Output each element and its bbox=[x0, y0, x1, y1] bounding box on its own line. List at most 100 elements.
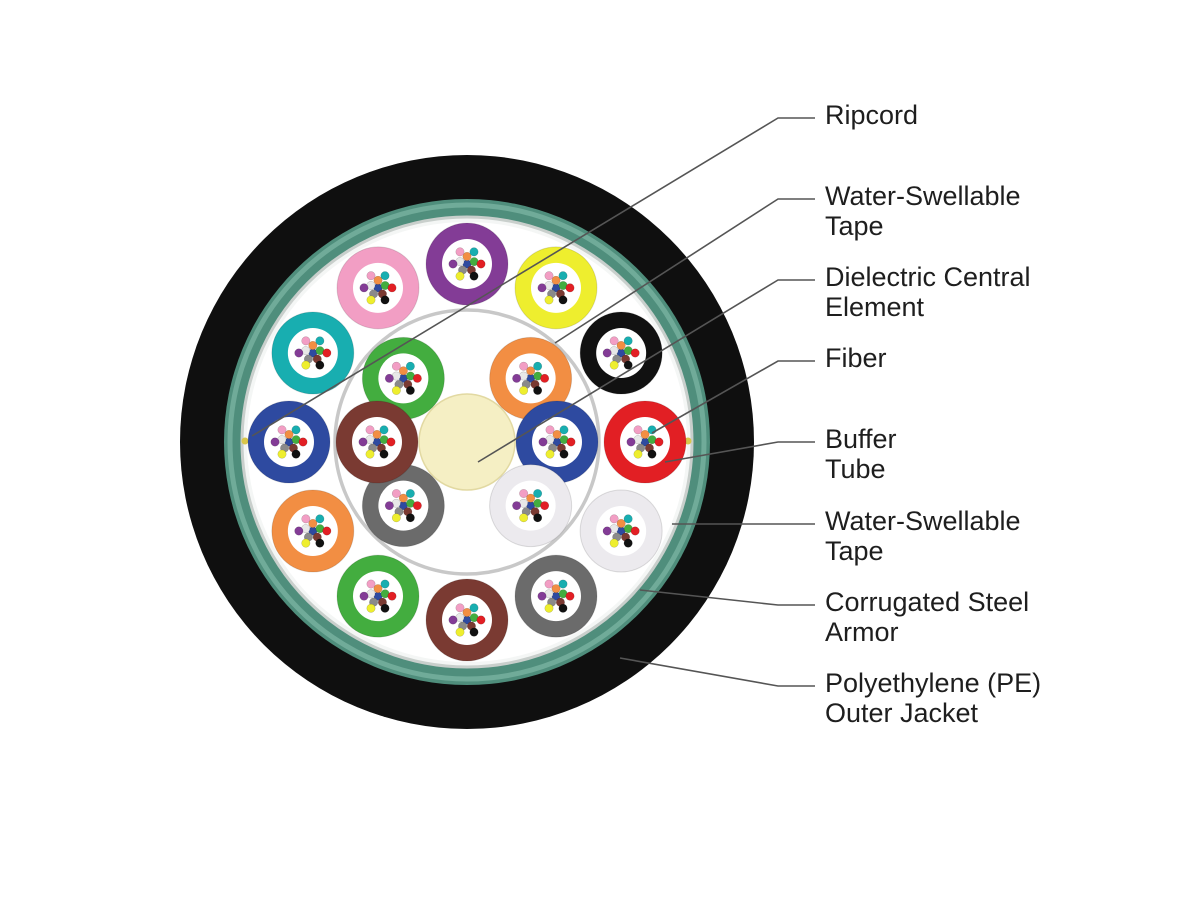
fiber bbox=[558, 271, 568, 281]
fiber bbox=[630, 348, 640, 358]
fiber bbox=[623, 336, 633, 346]
fiber bbox=[387, 591, 397, 601]
fiber bbox=[391, 513, 401, 523]
fiber bbox=[544, 295, 554, 305]
fiber bbox=[386, 437, 396, 447]
buffer-tube-outer-2 bbox=[514, 246, 598, 330]
fiber bbox=[545, 425, 555, 435]
fiber bbox=[366, 271, 376, 281]
fiber bbox=[294, 348, 304, 358]
buffer-tube-outer-10 bbox=[247, 400, 331, 484]
label-central-element: Dielectric Central Element bbox=[825, 262, 1035, 322]
fiber bbox=[322, 526, 332, 536]
leader-buffer-tube bbox=[664, 441, 815, 463]
fiber bbox=[565, 283, 575, 293]
fiber bbox=[448, 259, 458, 269]
fiber bbox=[387, 283, 397, 293]
buffer-tube-inner-1 bbox=[361, 336, 445, 420]
fiber bbox=[405, 489, 415, 498]
fiber bbox=[398, 366, 408, 376]
fiber bbox=[558, 579, 568, 589]
fiber bbox=[640, 430, 650, 439]
fiber bbox=[623, 360, 633, 370]
buffer-tube-outer-7 bbox=[425, 578, 509, 662]
buffer-tube-outer-8 bbox=[336, 554, 420, 638]
fiber bbox=[565, 591, 575, 601]
fiber bbox=[301, 336, 311, 346]
buffer-tube-inner-4 bbox=[489, 464, 573, 548]
fiber bbox=[373, 584, 383, 594]
leader-fiber bbox=[651, 360, 815, 434]
fiber bbox=[538, 437, 548, 447]
buffer-tube-outer-1 bbox=[425, 222, 509, 306]
fiber bbox=[448, 615, 458, 625]
dielectric-central-element bbox=[418, 393, 516, 491]
fiber bbox=[398, 493, 408, 503]
buffer-tubes bbox=[247, 222, 687, 662]
fiber bbox=[654, 437, 664, 447]
inner-water-swellable-tape bbox=[333, 308, 601, 576]
fiber bbox=[372, 430, 382, 439]
label-water-tape-outer: Water-Swellable Tape bbox=[825, 506, 1025, 566]
fiber bbox=[476, 259, 486, 269]
fiber bbox=[647, 449, 657, 459]
fiber bbox=[366, 295, 376, 305]
fiber bbox=[540, 501, 550, 511]
fiber bbox=[405, 386, 415, 395]
fiber bbox=[291, 449, 301, 459]
fiber bbox=[365, 425, 375, 435]
fiber bbox=[455, 627, 465, 637]
fiber bbox=[391, 386, 401, 395]
ripcord-marker-left bbox=[241, 437, 249, 445]
fiber bbox=[412, 373, 422, 383]
fiber bbox=[558, 295, 568, 305]
fiber bbox=[609, 360, 619, 370]
fiber bbox=[602, 526, 612, 536]
fiber bbox=[308, 341, 318, 350]
fiber bbox=[277, 449, 287, 459]
fiber bbox=[544, 271, 554, 281]
fiber bbox=[609, 538, 619, 548]
fiber bbox=[380, 603, 390, 613]
fiber bbox=[540, 373, 550, 383]
leader-water-tape-inner bbox=[554, 198, 815, 344]
fiber bbox=[298, 437, 308, 447]
fiber bbox=[365, 449, 375, 459]
fiber bbox=[544, 603, 554, 613]
fiber bbox=[384, 373, 394, 383]
fiber bbox=[519, 361, 529, 371]
fiber bbox=[630, 526, 640, 536]
component-labels: Ripcord Water-Swellable Tape Dielectric … bbox=[825, 100, 1046, 728]
fiber bbox=[315, 538, 325, 548]
leader-ripcord bbox=[251, 117, 815, 437]
fiber bbox=[379, 425, 389, 435]
leader-armor bbox=[639, 589, 815, 606]
fiber bbox=[455, 247, 465, 257]
fiber bbox=[462, 608, 472, 617]
fiber bbox=[519, 386, 529, 395]
fiber bbox=[609, 336, 619, 346]
buffer-tube-inner-2 bbox=[489, 336, 573, 420]
fiber bbox=[366, 603, 376, 613]
fiber bbox=[366, 579, 376, 589]
fiber bbox=[291, 425, 301, 435]
fiber bbox=[380, 271, 390, 281]
label-buffer-tube: Buffer Tube bbox=[825, 424, 901, 484]
fiber bbox=[455, 603, 465, 613]
fiber bbox=[322, 348, 332, 358]
fiber bbox=[359, 283, 369, 293]
fiber bbox=[558, 603, 568, 613]
fiber bbox=[537, 591, 547, 601]
fiber bbox=[315, 360, 325, 370]
fiber bbox=[315, 514, 325, 524]
fiber bbox=[519, 513, 529, 523]
fiber bbox=[512, 373, 522, 383]
buffer-tube-outer-11 bbox=[271, 311, 355, 395]
label-outer-jacket: Polyethylene (PE) Outer Jacket bbox=[825, 668, 1046, 728]
fiber bbox=[623, 538, 633, 548]
fiber bbox=[384, 501, 394, 511]
fiber bbox=[462, 252, 472, 261]
fiber bbox=[616, 519, 626, 528]
fiber bbox=[633, 425, 643, 435]
